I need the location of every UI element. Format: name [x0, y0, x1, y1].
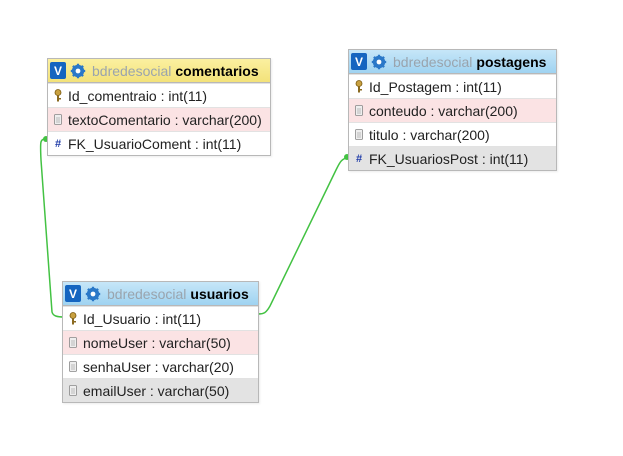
table-name: usuarios: [190, 285, 249, 302]
table-header[interactable]: V bdredesocial usuarios: [63, 282, 258, 306]
column-icon: [68, 336, 78, 350]
toggle-button[interactable]: V: [351, 53, 367, 70]
table-usuarios[interactable]: V bdredesocial usuarios Id_Usuario : int…: [62, 281, 259, 403]
numeric-column-icon: #: [355, 152, 363, 165]
gear-icon[interactable]: [85, 286, 101, 302]
database-name: bdredesocial: [92, 62, 172, 79]
column-row[interactable]: Id_Postagem : int(11): [349, 74, 556, 98]
column-icon: [354, 104, 364, 118]
column-row[interactable]: emailUser : varchar(50): [63, 378, 258, 402]
gear-icon[interactable]: [371, 54, 387, 70]
column-row[interactable]: titulo : varchar(200): [349, 122, 556, 146]
table-comentarios[interactable]: V bdredesocial comentarios Id_comentraio…: [47, 58, 271, 156]
table-name: postagens: [476, 53, 547, 70]
column-label: textoComentario : varchar(200): [68, 111, 262, 128]
column-icon: [53, 113, 63, 127]
relation-line-comentarios-usuarios[interactable]: [39, 138, 65, 318]
gear-icon[interactable]: [70, 63, 86, 79]
toggle-button[interactable]: V: [50, 62, 66, 79]
column-icon: [354, 128, 364, 142]
column-label: nomeUser : varchar(50): [83, 334, 231, 351]
primary-key-icon: [68, 312, 78, 326]
column-label: titulo : varchar(200): [369, 126, 490, 143]
column-icon: [68, 360, 78, 374]
column-label: FK_UsuarioComent : int(11): [68, 135, 242, 152]
column-label: Id_Usuario : int(11): [83, 310, 202, 327]
table-header[interactable]: V bdredesocial postagens: [349, 50, 556, 74]
column-row[interactable]: textoComentario : varchar(200): [48, 107, 270, 131]
column-icon: [68, 384, 78, 398]
column-label: Id_Postagem : int(11): [369, 78, 502, 95]
primary-key-icon: [354, 80, 364, 94]
database-name: bdredesocial: [393, 53, 473, 70]
column-row[interactable]: Id_Usuario : int(11): [63, 306, 258, 330]
column-label: conteudo : varchar(200): [369, 102, 518, 119]
primary-key-icon: [53, 89, 63, 103]
column-label: emailUser : varchar(50): [83, 382, 230, 399]
numeric-column-icon: #: [54, 137, 62, 150]
column-row[interactable]: conteudo : varchar(200): [349, 98, 556, 122]
column-row[interactable]: # FK_UsuariosPost : int(11): [349, 146, 556, 170]
column-label: senhaUser : varchar(20): [83, 358, 234, 375]
toggle-button[interactable]: V: [65, 285, 81, 302]
table-postagens[interactable]: V bdredesocial postagens Id_Postagem : i…: [348, 49, 557, 171]
column-label: Id_comentraio : int(11): [68, 87, 208, 104]
relation-line-postagens-usuarios[interactable]: [257, 156, 350, 315]
column-row[interactable]: # FK_UsuarioComent : int(11): [48, 131, 270, 155]
table-header[interactable]: V bdredesocial comentarios: [48, 59, 270, 83]
column-row[interactable]: senhaUser : varchar(20): [63, 354, 258, 378]
column-label: FK_UsuariosPost : int(11): [369, 150, 529, 167]
database-name: bdredesocial: [107, 285, 187, 302]
column-row[interactable]: nomeUser : varchar(50): [63, 330, 258, 354]
column-row[interactable]: Id_comentraio : int(11): [48, 83, 270, 107]
table-name: comentarios: [175, 62, 259, 79]
